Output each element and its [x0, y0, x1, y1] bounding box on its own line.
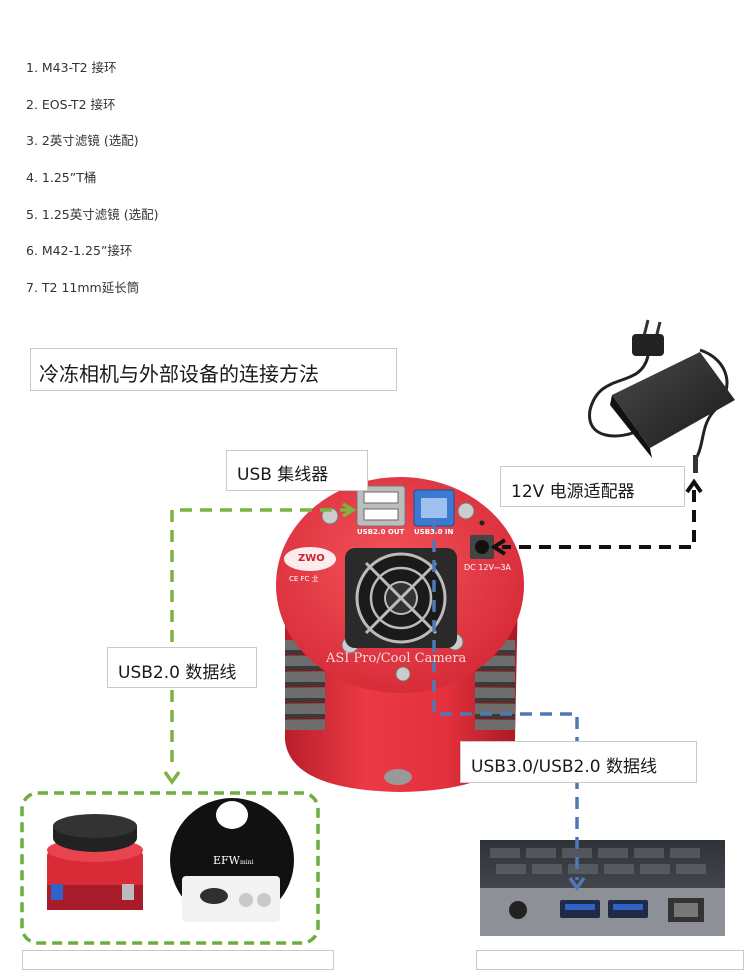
parts-list-item: 7. T2 11mm延长筒 — [26, 280, 140, 296]
usb2-port-label: USB2.0 OUT — [357, 528, 405, 536]
caption-box-partial — [22, 950, 334, 970]
usb3-cable-line — [432, 520, 579, 880]
certification-marks: CE FC 㐀 — [289, 575, 319, 583]
zwo-logo-icon: ZWO — [298, 553, 325, 564]
laptop-image — [480, 840, 725, 936]
small-camera-image — [47, 814, 143, 910]
filter-wheel-image — [170, 798, 294, 922]
parts-list-item: 6. M42-1.25”接环 — [26, 243, 133, 259]
parts-list-item: 3. 2英寸滤镜 (选配) — [26, 133, 139, 149]
usb2-cable-line — [170, 508, 352, 770]
camera-model-text: ASI Pro/Cool Camera — [326, 651, 467, 666]
usb-hub-label: USB 集线器 — [226, 450, 368, 491]
parts-list-item: 4. 1.25”T桶 — [26, 170, 97, 186]
power-adapter-label: 12V 电源适配器 — [500, 466, 685, 507]
efw-label: EFWmini — [213, 854, 254, 867]
accessory-group-box — [20, 791, 320, 945]
usb3-cable-label: USB3.0/USB2.0 数据线 — [460, 741, 697, 783]
power-adapter-image — [588, 319, 735, 473]
power-cable-line — [502, 490, 696, 549]
parts-list-item: 2. EOS-T2 接环 — [26, 96, 116, 112]
usb3-port-label: USB3.0 IN — [414, 528, 454, 536]
parts-list: 1. M43-T2 接环 2. EOS-T2 接环 3. 2英寸滤镜 (选配) … — [26, 58, 158, 315]
caption-box-partial — [476, 950, 744, 970]
camera-image — [276, 477, 524, 792]
diagram-title: 冷冻相机与外部设备的连接方法 — [30, 348, 397, 391]
parts-list-item: 5. 1.25英寸滤镜 (选配) — [26, 206, 159, 222]
usb2-cable-label: USB2.0 数据线 — [107, 647, 257, 688]
power-spec-label: DC 12V⎓3A — [464, 563, 511, 572]
parts-list-item: 1. M43-T2 接环 — [26, 60, 117, 75]
